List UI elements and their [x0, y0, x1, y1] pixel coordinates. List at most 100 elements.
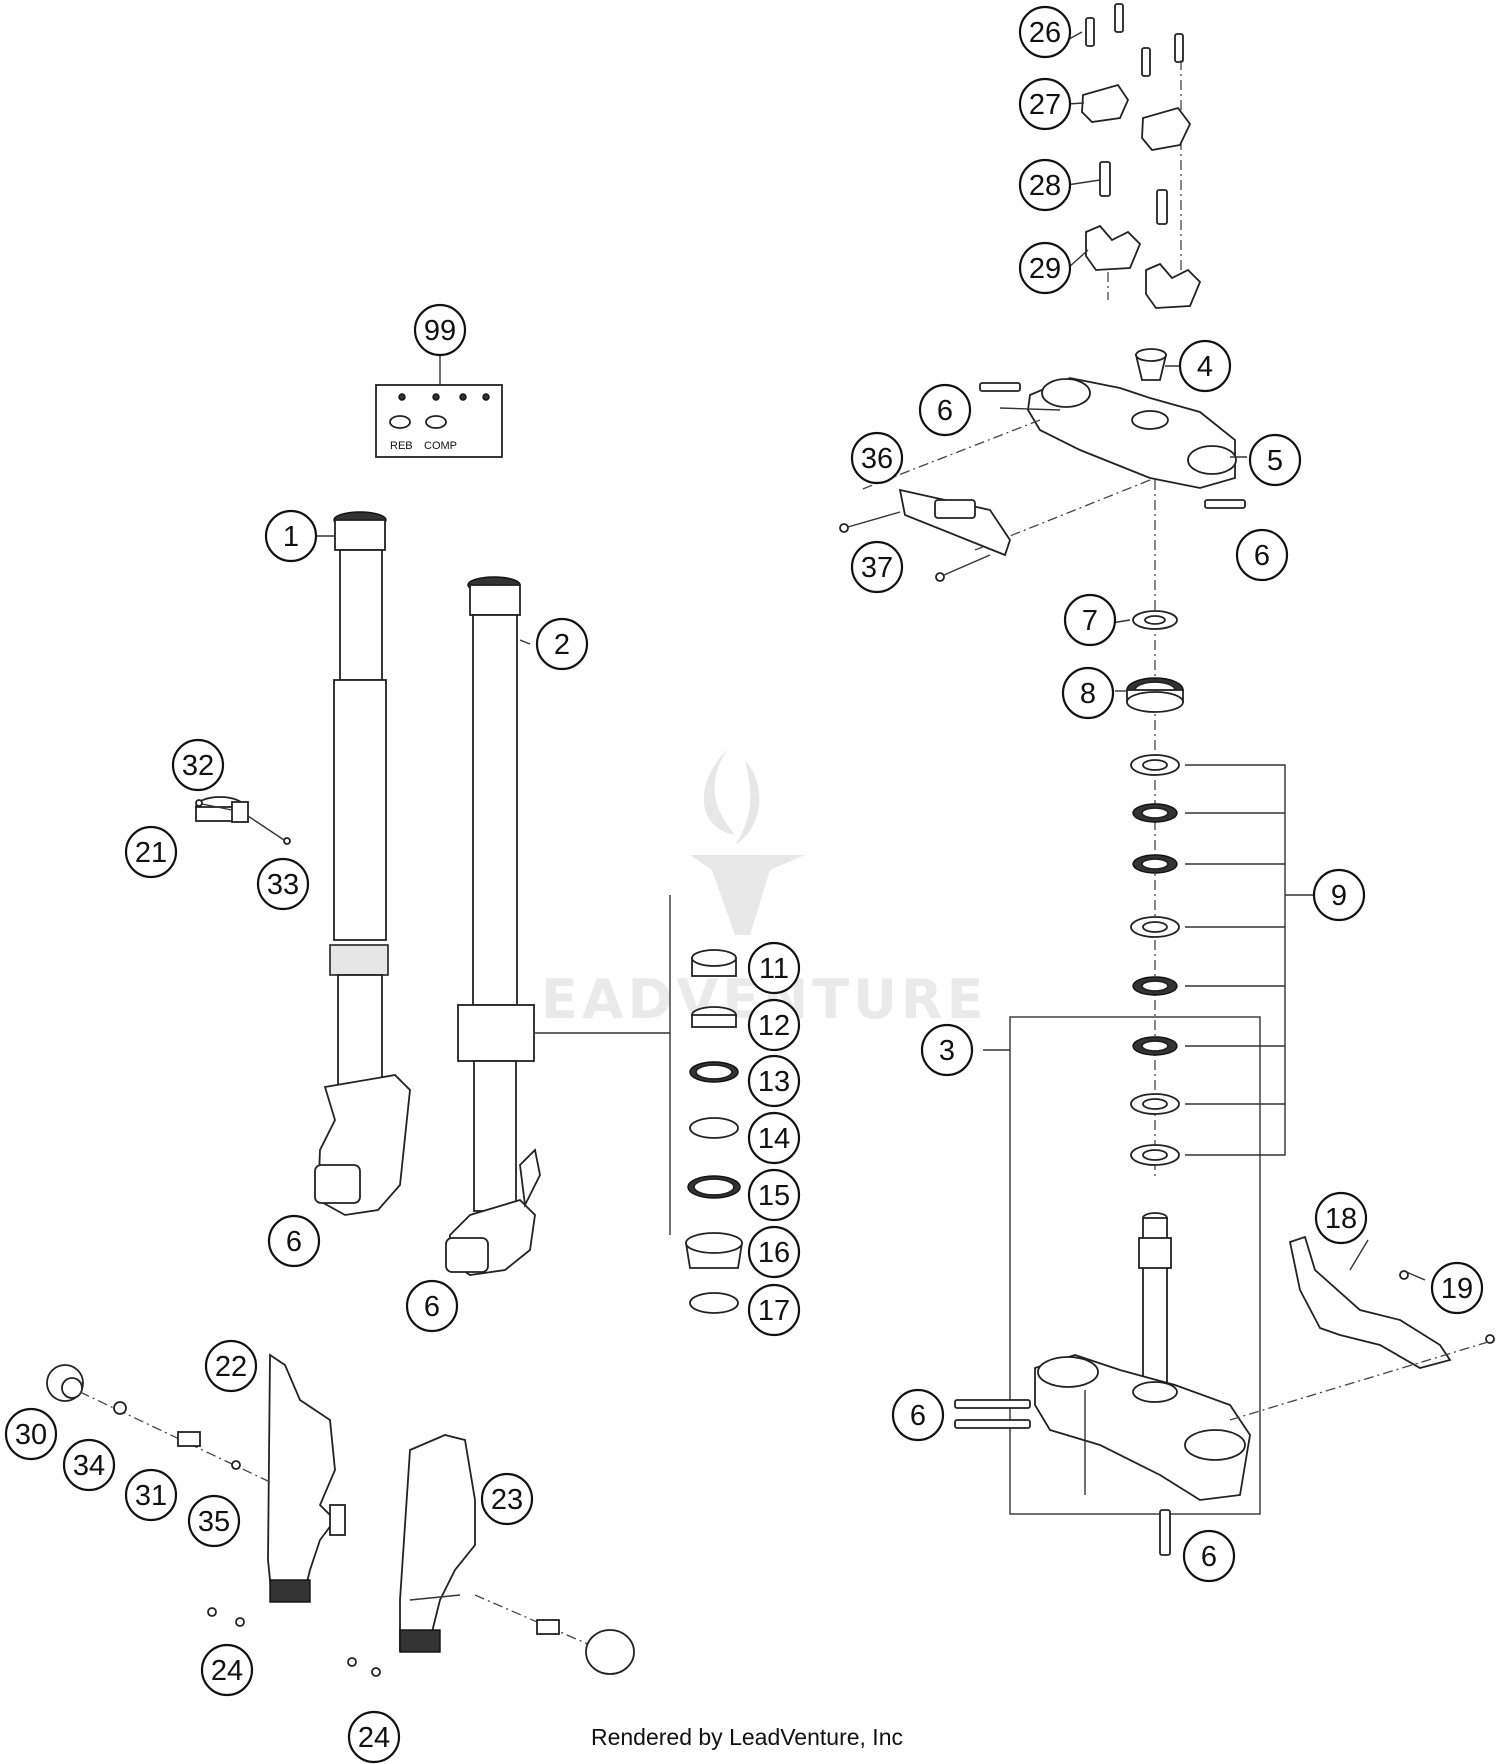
upper-triple-clamp [859, 348, 1246, 1180]
svg-text:6: 6 [1254, 540, 1270, 572]
callout-12: 12 [747, 998, 801, 1052]
svg-text:23: 23 [491, 1484, 523, 1516]
kit-label-reb: REB [390, 440, 413, 452]
callout-11: 11 [747, 941, 801, 995]
lower-triple-clamp-stem [954, 1016, 1261, 1556]
fork-clamp [195, 796, 291, 845]
svg-text:32: 32 [182, 750, 214, 782]
callout-30: 30 [4, 1407, 58, 1461]
footer-credit: Rendered by LeadVenture, Inc [591, 1724, 903, 1750]
svg-text:2: 2 [554, 629, 570, 661]
svg-text:6: 6 [910, 1400, 926, 1432]
svg-text:30: 30 [15, 1419, 47, 1451]
svg-text:4: 4 [1197, 351, 1213, 383]
fork-leg-left [314, 511, 411, 1216]
callout-36: 36 [850, 431, 904, 485]
svg-text:24: 24 [358, 1722, 390, 1754]
cartridge-kit-box: REB COMP [375, 352, 503, 458]
svg-text:19: 19 [1441, 1273, 1473, 1305]
callout-leaders [295, 31, 1426, 1281]
svg-text:11: 11 [759, 953, 789, 985]
steering-bearings [1126, 610, 1313, 1166]
kit-label-comp: COMP [424, 440, 457, 452]
svg-text:3: 3 [939, 1035, 955, 1067]
callout-24-left: 24 [200, 1643, 254, 1697]
svg-text:33: 33 [267, 869, 299, 901]
svg-text:6: 6 [1201, 1541, 1217, 1573]
callout-26: 26 [1018, 5, 1072, 59]
callout-14: 14 [747, 1111, 801, 1165]
svg-text:14: 14 [758, 1123, 790, 1155]
svg-text:31: 31 [135, 1480, 167, 1512]
brake-line-guide [1229, 1235, 1495, 1421]
svg-text:27: 27 [1029, 89, 1061, 121]
svg-text:21: 21 [135, 837, 167, 869]
handlebar-clamp-parts [1081, 3, 1202, 309]
callout-6-lower-bottom: 6 [1182, 1529, 1236, 1583]
fork-seal-parts [535, 895, 744, 1314]
callouts: 26 27 28 29 4 6 5 36 6 37 7 8 9 3 11 12 … [4, 5, 1484, 1764]
svg-text:37: 37 [861, 552, 893, 584]
callout-6-lower-left: 6 [891, 1388, 945, 1442]
svg-text:99: 99 [424, 315, 456, 347]
svg-text:9: 9 [1331, 880, 1347, 912]
callout-13: 13 [747, 1054, 801, 1108]
svg-text:17: 17 [758, 1295, 790, 1327]
callout-27: 27 [1018, 77, 1072, 131]
leadventure-watermark-logo [690, 745, 805, 935]
callout-19: 19 [1430, 1261, 1484, 1315]
svg-text:24: 24 [211, 1655, 243, 1687]
sensor-cover-parts [46, 1364, 271, 1483]
callout-34: 34 [62, 1438, 116, 1492]
callout-6-fork-left: 6 [267, 1214, 321, 1268]
svg-text:13: 13 [758, 1066, 790, 1098]
callout-24-right: 24 [347, 1710, 401, 1764]
callout-2: 2 [535, 617, 589, 671]
callout-6-fork-right: 6 [405, 1279, 459, 1333]
callout-29: 29 [1018, 241, 1072, 295]
svg-text:15: 15 [758, 1180, 790, 1212]
callout-37: 37 [850, 540, 904, 594]
svg-text:1: 1 [283, 521, 299, 553]
svg-text:28: 28 [1029, 170, 1061, 202]
callout-7: 7 [1063, 593, 1117, 647]
svg-text:5: 5 [1267, 445, 1283, 477]
fork-protector-right [347, 1434, 635, 1677]
svg-text:34: 34 [73, 1450, 105, 1482]
callout-32: 32 [171, 738, 225, 792]
callout-6-upper-right: 6 [1235, 528, 1289, 582]
svg-text:35: 35 [198, 1506, 230, 1538]
svg-text:16: 16 [758, 1237, 790, 1269]
callout-16: 16 [747, 1225, 801, 1279]
callout-5: 5 [1248, 433, 1302, 487]
svg-text:7: 7 [1082, 605, 1098, 637]
fork-guard-plate [839, 488, 1011, 582]
callout-22: 22 [204, 1339, 258, 1393]
callout-4: 4 [1178, 339, 1232, 393]
callout-99: 99 [413, 303, 467, 357]
fork-protector-left [207, 1353, 346, 1627]
svg-text:29: 29 [1029, 253, 1061, 285]
callout-8: 8 [1061, 666, 1115, 720]
callout-6-upper-left: 6 [918, 383, 972, 437]
fork-leg-right [445, 576, 541, 1276]
callout-35: 35 [187, 1494, 241, 1548]
svg-text:6: 6 [424, 1291, 440, 1323]
callout-3: 3 [920, 1023, 974, 1077]
callout-1: 1 [264, 509, 318, 563]
svg-text:22: 22 [215, 1351, 247, 1383]
callout-21: 21 [124, 825, 178, 879]
svg-text:36: 36 [861, 443, 893, 475]
callout-33: 33 [256, 857, 310, 911]
callout-31: 31 [124, 1468, 178, 1522]
callout-9: 9 [1312, 868, 1366, 922]
callout-18: 18 [1314, 1191, 1368, 1245]
svg-text:6: 6 [286, 1226, 302, 1258]
callout-23: 23 [480, 1472, 534, 1526]
svg-text:12: 12 [758, 1010, 790, 1042]
svg-text:8: 8 [1080, 678, 1096, 710]
callout-28: 28 [1018, 158, 1072, 212]
callout-17: 17 [747, 1283, 801, 1337]
svg-text:18: 18 [1325, 1203, 1357, 1235]
